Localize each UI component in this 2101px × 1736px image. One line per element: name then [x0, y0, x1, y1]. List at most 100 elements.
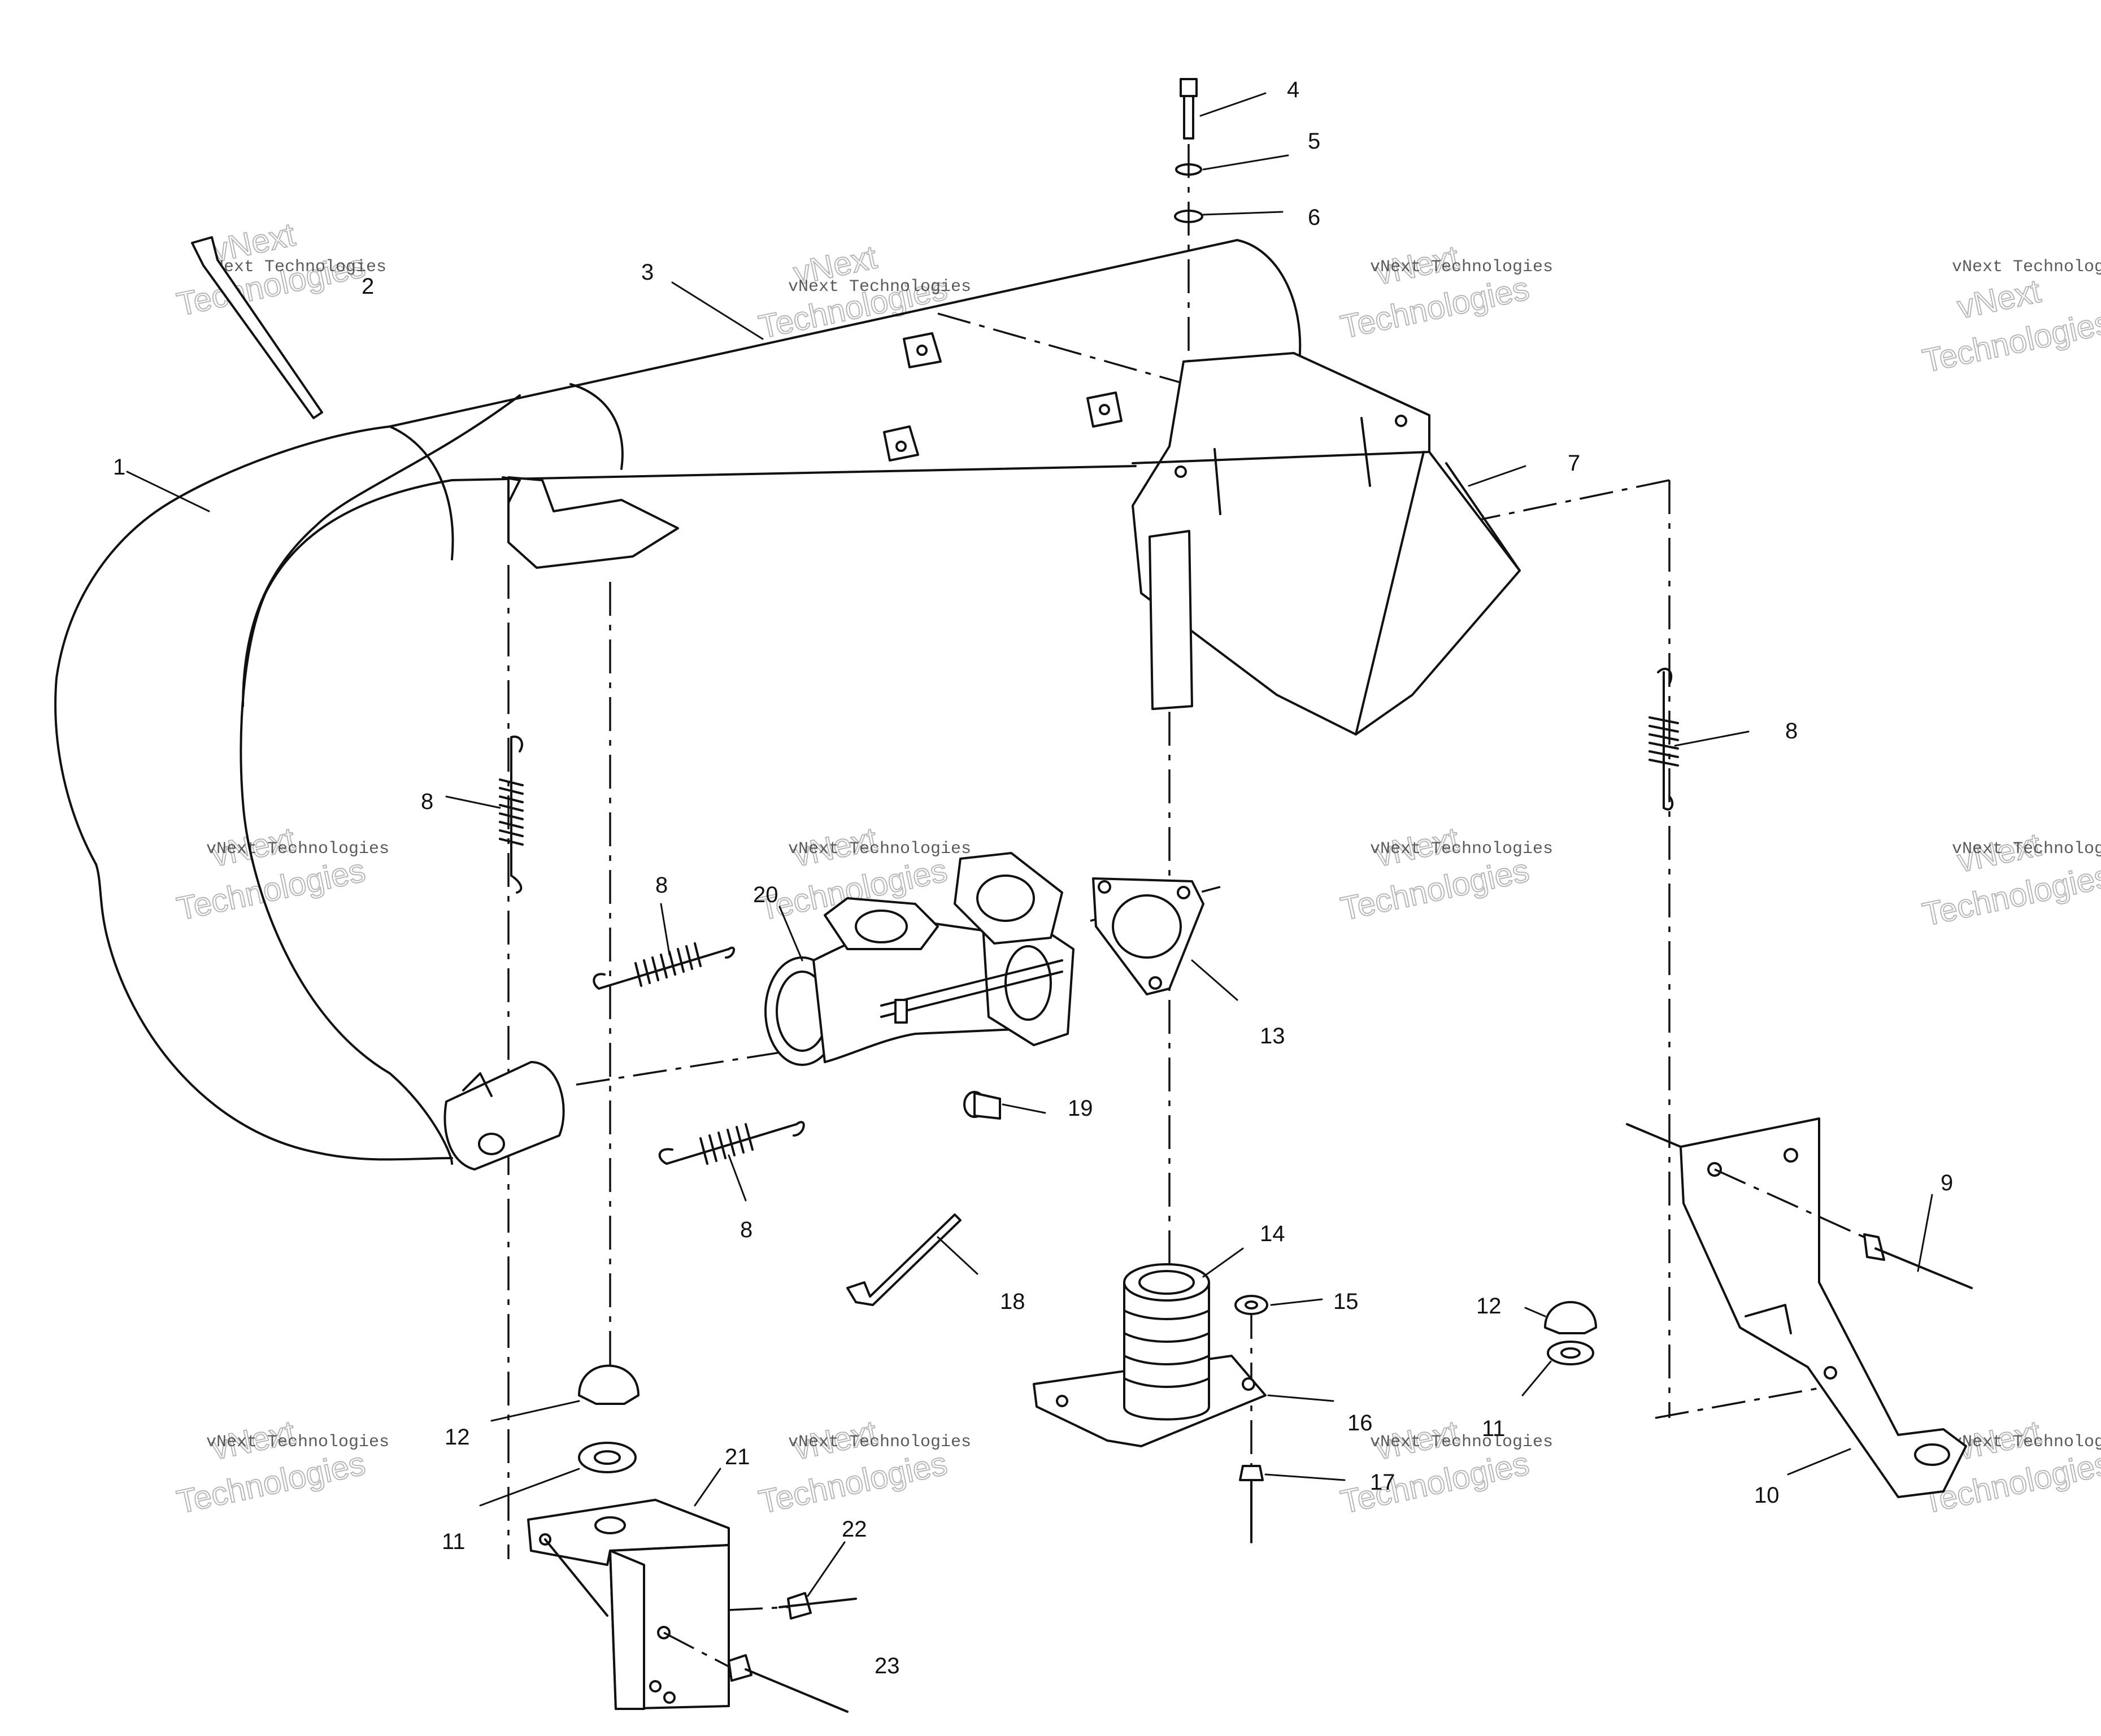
callout-8-left: 8	[421, 789, 433, 814]
muffler-tab-hole-1	[916, 345, 928, 356]
leader-12-right	[1524, 1307, 1546, 1317]
callout-15: 15	[1333, 1289, 1359, 1314]
leader-8-upper	[660, 903, 671, 956]
bracket-10-slot	[1914, 1443, 1950, 1466]
watermark-text: vNext Technologies	[1952, 839, 2101, 859]
manifold-flange-upper-bore	[855, 910, 908, 943]
left-mount-bracket	[527, 1499, 730, 1710]
leader-14	[1202, 1247, 1244, 1278]
spring-hook-top	[1657, 668, 1673, 685]
callout-1: 1	[113, 455, 125, 480]
leader-15	[1270, 1298, 1323, 1306]
isolator-mount	[1033, 1263, 1267, 1447]
leader-22	[807, 1541, 846, 1597]
leader-6	[1202, 211, 1284, 216]
manifold-clamp	[880, 959, 1063, 1018]
callout-4: 4	[1287, 77, 1299, 102]
rivet-17	[1239, 1465, 1264, 1543]
pipe-inner	[242, 394, 521, 707]
rivet-9	[1714, 1168, 1973, 1289]
leader-8-left	[445, 795, 501, 809]
callout-8-right: 8	[1785, 719, 1798, 743]
callout-labels: 1 2 3 4 5 6 7 8 8 8 8 9 10 11 11 12 12 1…	[113, 77, 1953, 1678]
spring-coils	[634, 942, 702, 987]
watermark-text: vNext Technologies	[788, 277, 971, 297]
callout-8-lower: 8	[740, 1217, 752, 1242]
leader-5	[1202, 154, 1289, 171]
watermark-top-far-right: vNext Technologies	[1919, 272, 2101, 380]
callout-11-left: 11	[442, 1529, 466, 1554]
grommet-left	[578, 1364, 640, 1473]
grommet-12-left	[578, 1364, 640, 1405]
watermark-technologies: Technologies	[1338, 852, 1533, 928]
bracket-21-guide	[544, 1538, 608, 1617]
heat-shield-fold-3	[1445, 462, 1521, 572]
cable-tie-top	[191, 236, 323, 419]
heat-shield-slot-2	[1360, 417, 1371, 487]
muffler-bottom-left	[240, 479, 453, 1165]
bracket-10-hole-3	[1824, 1366, 1837, 1380]
spring-hook-right	[793, 1121, 805, 1137]
callout-2: 2	[362, 274, 374, 299]
rivet-23-center-line	[663, 1631, 729, 1668]
callout-8-upper: 8	[655, 873, 668, 898]
watermark-text: vNext Technologies	[1370, 1433, 1553, 1452]
watermark-bottom-center: vNext Technologies	[755, 1413, 951, 1521]
leader-9	[1917, 1194, 1933, 1272]
washer-11-right-hole	[1560, 1347, 1581, 1359]
cable-tie-lower	[846, 1213, 962, 1306]
gasket-upper-bore	[976, 874, 1035, 922]
leader-21	[694, 1468, 721, 1507]
callout-23: 23	[875, 1654, 900, 1678]
outlet-stub-end	[1151, 705, 1193, 710]
leader-16	[1267, 1394, 1334, 1402]
rivet-9-center-line	[1714, 1168, 1865, 1238]
canister-end-cap	[1236, 239, 1302, 363]
spring-horizontal-lower	[658, 1121, 805, 1165]
leader-8-lower	[728, 1154, 747, 1202]
spring-hook-bottom	[1663, 795, 1674, 811]
bolt-shank	[1183, 95, 1194, 140]
bracket-10-guide	[1626, 1123, 1682, 1148]
watermark-technologies: Technologies	[174, 1445, 369, 1521]
leader-11-right	[1521, 1360, 1552, 1396]
spring-right-vertical	[1648, 668, 1679, 811]
callout-10: 10	[1754, 1483, 1780, 1508]
rivet-shank	[745, 1668, 849, 1713]
washer-15-hole	[1245, 1300, 1258, 1309]
watermark-text: vNext Technologies	[788, 839, 971, 859]
callout-19: 19	[1068, 1096, 1093, 1121]
watermark-vnext: vNext	[1954, 273, 2044, 326]
pipe-connector	[443, 1061, 565, 1171]
exhaust-pipe-assembly	[54, 239, 1521, 1171]
callout-17: 17	[1370, 1470, 1395, 1495]
spring-hook-top	[510, 736, 523, 752]
muffler-tab-hole-2	[895, 441, 907, 452]
watermark-mid-right: vNext Technologies	[1337, 820, 1533, 928]
leader-12-left	[490, 1400, 580, 1422]
heat-shield-fold-2	[1355, 451, 1425, 736]
manifold-clamp-block	[894, 999, 908, 1024]
watermark-technologies: Technologies	[1338, 1445, 1533, 1521]
manifold-flange-right-bore	[1004, 945, 1052, 1021]
bracket-10-hole-2	[1784, 1148, 1798, 1163]
manifold-gasket-upper	[954, 852, 1063, 945]
washer-11-left-hole	[594, 1450, 621, 1465]
leader-3	[671, 281, 764, 340]
leader-18	[937, 1236, 978, 1275]
leader-13	[1191, 959, 1238, 1001]
bracket-10-body	[1680, 1117, 1967, 1498]
leader-20	[778, 906, 803, 961]
rivet-shank	[1874, 1247, 1973, 1289]
seam-2	[569, 383, 624, 470]
muffler-top-line	[389, 239, 1238, 428]
callout-12-right: 12	[1476, 1294, 1502, 1319]
spring-coils	[499, 778, 524, 846]
right-mount-bracket	[1626, 1117, 1967, 1498]
leader-10	[1787, 1448, 1851, 1476]
leader-1	[126, 471, 210, 512]
callout-16: 16	[1347, 1411, 1373, 1435]
callout-6: 6	[1308, 205, 1320, 230]
gasket-hole-1	[1098, 880, 1111, 894]
watermark-technologies: Technologies	[174, 852, 369, 928]
